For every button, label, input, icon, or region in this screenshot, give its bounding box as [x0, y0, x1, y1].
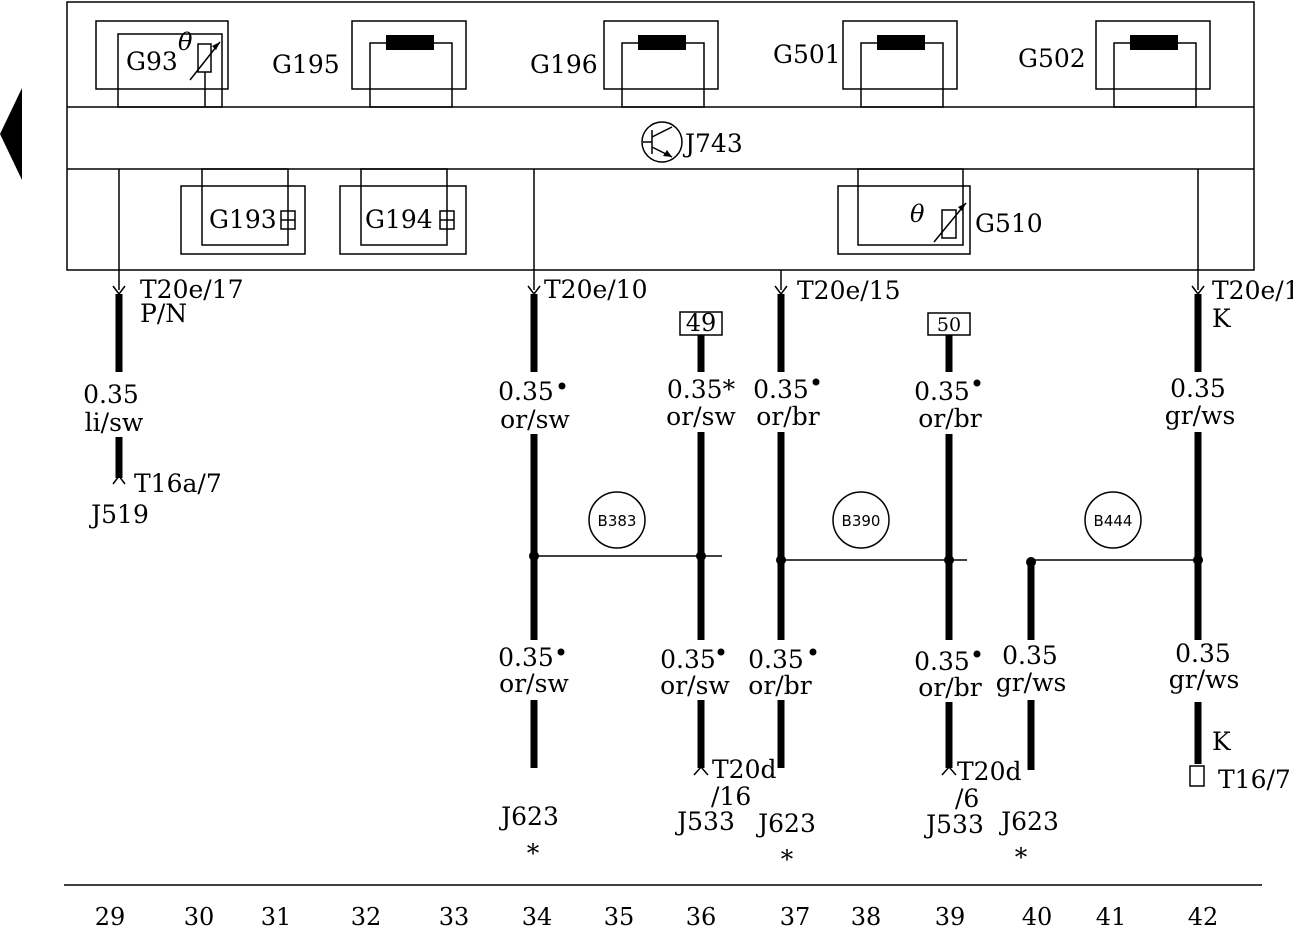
svg-text:36: 36 [686, 903, 717, 930]
svg-text:0.35: 0.35 [748, 645, 804, 674]
connector-t16-7: T16/7 [1218, 765, 1291, 794]
g93-theta-symbol: θ [178, 28, 193, 56]
svg-text:41: 41 [1096, 903, 1127, 930]
svg-text:/6: /6 [955, 784, 979, 813]
g510-label: G510 [975, 209, 1043, 238]
svg-text:or/br: or/br [918, 404, 981, 433]
svg-text:*: * [527, 839, 540, 868]
signal-pn: P/N [140, 299, 187, 328]
svg-text:35: 35 [604, 903, 635, 930]
svg-text:0.35: 0.35 [753, 375, 809, 404]
svg-text:34: 34 [522, 903, 553, 930]
connector-t20e-15: T20e/15 [797, 276, 901, 305]
svg-text:29: 29 [95, 903, 126, 930]
svg-text:B390: B390 [842, 512, 881, 530]
svg-text:or/sw: or/sw [499, 669, 569, 698]
wire-labels-top: 0.35 li/sw 0.35 or/sw 0.35* or/sw 0.35 o… [83, 374, 1235, 437]
svg-text:30: 30 [184, 903, 215, 930]
svg-text:/16: /16 [711, 782, 751, 811]
transistor-icon [641, 121, 683, 163]
svg-text:or/br: or/br [918, 673, 981, 702]
svg-text:31: 31 [261, 903, 292, 930]
previous-page-arrow-icon[interactable] [0, 88, 22, 180]
g93-label: G93 [126, 47, 178, 76]
svg-text:or/sw: or/sw [666, 402, 736, 431]
destination-j519: J519 [88, 500, 149, 529]
connector-t20e-17: T20e/17 [140, 275, 244, 304]
destination-j623-37: J623 [755, 809, 816, 838]
module-j743: J743 [641, 121, 743, 163]
svg-text:40: 40 [1022, 903, 1053, 930]
connector-t20e-10: T20e/10 [544, 275, 648, 304]
j743-label: J743 [682, 129, 743, 158]
svg-text:or/sw: or/sw [660, 671, 730, 700]
sensor-g501: G501 [773, 20, 958, 108]
g193-label: G193 [209, 205, 277, 234]
sensor-g93: G93 θ [95, 20, 229, 108]
g502-label: G502 [1018, 44, 1086, 73]
svg-text:0.35: 0.35 [498, 643, 554, 672]
splice-b383: B383 [529, 491, 722, 561]
svg-text:33: 33 [439, 903, 470, 930]
connector-t20d-39: T20d [957, 757, 1022, 786]
connector-t20d-36: T20d [712, 755, 777, 784]
destination-j623-34: J623 [498, 802, 559, 831]
svg-text:0.35: 0.35 [914, 377, 970, 406]
svg-text:37: 37 [780, 903, 811, 930]
svg-text:or/sw: or/sw [500, 405, 570, 434]
svg-text:39: 39 [935, 903, 966, 930]
g195-label: G195 [272, 50, 340, 79]
g501-label: G501 [773, 40, 841, 69]
svg-text:50: 50 [937, 314, 961, 336]
svg-text:0.35: 0.35 [1175, 639, 1231, 668]
svg-text:or/br: or/br [756, 402, 819, 431]
svg-text:0.35: 0.35 [1002, 641, 1058, 670]
sensor-g196: G196 [530, 20, 719, 108]
sensor-g502: G502 [1018, 20, 1211, 108]
sensor-g195: G195 [272, 20, 467, 108]
svg-text:0.35: 0.35 [498, 377, 554, 406]
signal-k-top: K [1212, 304, 1232, 333]
svg-text:0.35: 0.35 [1170, 374, 1226, 403]
g194-label: G194 [365, 205, 433, 234]
svg-text:0.35: 0.35 [660, 645, 716, 674]
splice-b390: B390 [776, 491, 967, 565]
destination-j533-36: J533 [674, 807, 735, 836]
connector-t16-7-symbol [1189, 765, 1205, 787]
svg-text:32: 32 [351, 903, 382, 930]
connector-pin-markers [112, 285, 1205, 296]
svg-text:B383: B383 [598, 512, 637, 530]
wire-labels-bottom: 0.35 or/sw 0.35 or/sw 0.35 or/br 0.35 or… [498, 639, 1239, 702]
svg-text:0.35*: 0.35* [667, 375, 736, 404]
splice-b444: B444 [1026, 491, 1203, 567]
g196-label: G196 [530, 50, 598, 79]
sensor-g193: G193 [180, 168, 306, 255]
destination-j533-39: J533 [923, 810, 984, 839]
svg-text:0.35: 0.35 [914, 647, 970, 676]
svg-text:*: * [781, 845, 794, 874]
sensor-g194: G194 [339, 168, 467, 255]
svg-text:gr/ws: gr/ws [1169, 665, 1240, 694]
column-numbers: 29 30 31 32 33 34 35 36 37 38 39 40 41 4… [95, 903, 1219, 930]
svg-text:49: 49 [686, 309, 717, 337]
svg-text:li/sw: li/sw [85, 408, 144, 437]
terminal-box-49: 49 [679, 309, 723, 337]
svg-text:B444: B444 [1094, 512, 1133, 530]
component-housing [66, 1, 1255, 271]
svg-text:42: 42 [1188, 903, 1219, 930]
g510-theta-symbol: θ [910, 200, 925, 228]
connector-t16a-7: T16a/7 [134, 469, 222, 498]
sensor-g510: θ G510 [837, 168, 1043, 255]
terminal-box-50: 50 [927, 312, 971, 336]
svg-text:or/br: or/br [748, 671, 811, 700]
svg-text:*: * [1015, 843, 1028, 872]
svg-text:gr/ws: gr/ws [996, 668, 1067, 697]
connector-t20e-1: T20e/1 [1212, 276, 1293, 305]
svg-text:0.35: 0.35 [83, 380, 139, 409]
signal-k-bottom: K [1212, 727, 1232, 756]
destination-j623-40: J623 [998, 807, 1059, 836]
svg-text:gr/ws: gr/ws [1165, 401, 1236, 430]
svg-text:38: 38 [851, 903, 882, 930]
